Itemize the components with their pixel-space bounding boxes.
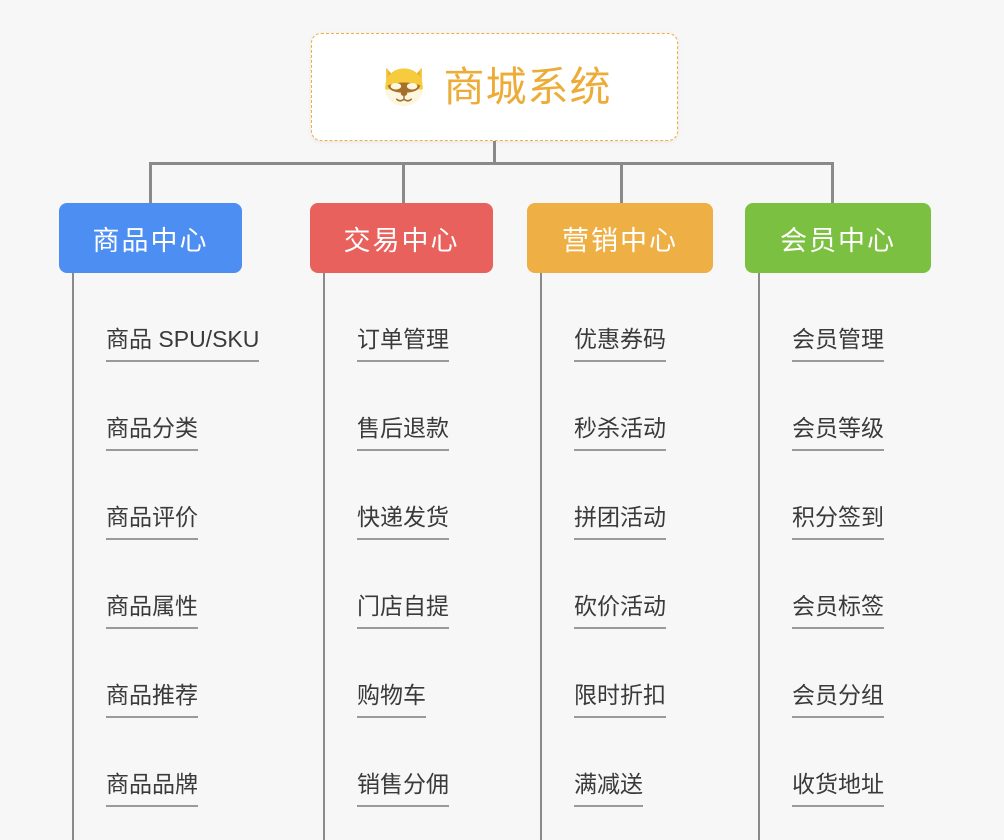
leaf-rail bbox=[323, 273, 325, 840]
leaf-label: 快递发货 bbox=[357, 506, 449, 540]
branch-column-2: 交易中心 订单管理 售后退款 快递发货 门店自提 购物车 销售分佣 bbox=[310, 203, 550, 840]
branch-header-label: 交易中心 bbox=[343, 225, 460, 256]
leaf-rail bbox=[540, 273, 542, 840]
branch-column-1: 商品中心 商品 SPU/SKU 商品分类 商品评价 商品属性 商品推荐 商品品牌 bbox=[59, 203, 299, 840]
leaf-item[interactable]: 秒杀活动 bbox=[540, 362, 767, 451]
leaf-list-1: 商品 SPU/SKU 商品分类 商品评价 商品属性 商品推荐 商品品牌 bbox=[72, 273, 299, 807]
leaf-item[interactable]: 商品属性 bbox=[72, 540, 299, 629]
leaf-label: 会员标签 bbox=[792, 595, 884, 629]
leaf-label: 会员分组 bbox=[792, 684, 884, 718]
leaf-label: 购物车 bbox=[357, 684, 426, 718]
leaf-label: 商品属性 bbox=[106, 595, 198, 629]
leaf-label: 会员管理 bbox=[792, 328, 884, 362]
leaf-item[interactable]: 商品评价 bbox=[72, 451, 299, 540]
leaf-label: 商品推荐 bbox=[106, 684, 198, 718]
leaf-group-1: 商品 SPU/SKU 商品分类 商品评价 商品属性 商品推荐 商品品牌 bbox=[72, 273, 299, 840]
leaf-item[interactable]: 售后退款 bbox=[323, 362, 550, 451]
leaf-item[interactable]: 拼团活动 bbox=[540, 451, 767, 540]
branch-header-4[interactable]: 会员中心 bbox=[745, 203, 931, 273]
leaf-item[interactable]: 优惠券码 bbox=[540, 273, 767, 362]
root-node-content: 商城系统 bbox=[378, 61, 612, 113]
leaf-label: 订单管理 bbox=[357, 328, 449, 362]
leaf-list-2: 订单管理 售后退款 快递发货 门店自提 购物车 销售分佣 bbox=[323, 273, 550, 807]
leaf-label: 商品 SPU/SKU bbox=[106, 328, 260, 362]
branch-header-2[interactable]: 交易中心 bbox=[310, 203, 493, 273]
leaf-item[interactable]: 会员分组 bbox=[758, 629, 985, 718]
leaf-item[interactable]: 购物车 bbox=[323, 629, 550, 718]
connector-drop-1 bbox=[149, 162, 152, 204]
branch-header-label: 会员中心 bbox=[780, 225, 896, 256]
leaf-label: 门店自提 bbox=[357, 595, 449, 629]
leaf-label: 满减送 bbox=[574, 773, 643, 807]
connector-drop-3 bbox=[620, 162, 623, 204]
leaf-label: 售后退款 bbox=[357, 417, 449, 451]
leaf-item[interactable]: 限时折扣 bbox=[540, 629, 767, 718]
leaf-item[interactable]: 商品 SPU/SKU bbox=[72, 273, 299, 362]
leaf-item[interactable]: 销售分佣 bbox=[323, 718, 550, 807]
leaf-list-4: 会员管理 会员等级 积分签到 会员标签 会员分组 收货地址 bbox=[758, 273, 985, 807]
leaf-group-4: 会员管理 会员等级 积分签到 会员标签 会员分组 收货地址 bbox=[758, 273, 985, 840]
leaf-label: 积分签到 bbox=[792, 506, 884, 540]
branch-header-1[interactable]: 商品中心 bbox=[59, 203, 242, 273]
leaf-item[interactable]: 门店自提 bbox=[323, 540, 550, 629]
leaf-label: 收货地址 bbox=[792, 773, 884, 807]
leaf-label: 商品评价 bbox=[106, 506, 198, 540]
leaf-label: 拼团活动 bbox=[574, 506, 666, 540]
leaf-label: 销售分佣 bbox=[357, 773, 449, 807]
branch-header-label: 营销中心 bbox=[562, 225, 678, 256]
leaf-rail bbox=[72, 273, 74, 840]
leaf-label: 优惠券码 bbox=[574, 328, 666, 362]
connector-drop-4 bbox=[831, 162, 834, 204]
leaf-item[interactable]: 积分签到 bbox=[758, 451, 985, 540]
shiba-dog-face-icon bbox=[384, 67, 423, 106]
connector-root-stem bbox=[493, 141, 496, 165]
leaf-item[interactable]: 满减送 bbox=[540, 718, 767, 807]
leaf-label: 限时折扣 bbox=[574, 684, 666, 718]
leaf-rail bbox=[758, 273, 760, 840]
branch-column-4: 会员中心 会员管理 会员等级 积分签到 会员标签 会员分组 收货地址 bbox=[745, 203, 985, 840]
root-node[interactable]: 商城系统 bbox=[311, 33, 678, 141]
leaf-item[interactable]: 会员等级 bbox=[758, 362, 985, 451]
leaf-item[interactable]: 商品品牌 bbox=[72, 718, 299, 807]
leaf-group-2: 订单管理 售后退款 快递发货 门店自提 购物车 销售分佣 bbox=[323, 273, 550, 840]
leaf-label: 商品分类 bbox=[106, 417, 198, 451]
branch-column-3: 营销中心 优惠券码 秒杀活动 拼团活动 砍价活动 限时折扣 满减送 bbox=[527, 203, 767, 840]
leaf-item[interactable]: 商品推荐 bbox=[72, 629, 299, 718]
leaf-item[interactable]: 会员管理 bbox=[758, 273, 985, 362]
leaf-item[interactable]: 订单管理 bbox=[323, 273, 550, 362]
branch-header-3[interactable]: 营销中心 bbox=[527, 203, 713, 273]
leaf-group-3: 优惠券码 秒杀活动 拼团活动 砍价活动 限时折扣 满减送 bbox=[540, 273, 767, 840]
leaf-label: 砍价活动 bbox=[574, 595, 666, 629]
leaf-list-3: 优惠券码 秒杀活动 拼团活动 砍价活动 限时折扣 满减送 bbox=[540, 273, 767, 807]
leaf-item[interactable]: 会员标签 bbox=[758, 540, 985, 629]
branch-header-label: 商品中心 bbox=[92, 225, 209, 256]
leaf-item[interactable]: 商品分类 bbox=[72, 362, 299, 451]
leaf-label: 商品品牌 bbox=[106, 773, 198, 807]
root-title: 商城系统 bbox=[443, 63, 612, 110]
leaf-label: 会员等级 bbox=[792, 417, 884, 451]
leaf-item[interactable]: 收货地址 bbox=[758, 718, 985, 807]
connector-drop-2 bbox=[402, 162, 405, 204]
connector-trunk-bar bbox=[149, 162, 834, 165]
leaf-item[interactable]: 砍价活动 bbox=[540, 540, 767, 629]
leaf-item[interactable]: 快递发货 bbox=[323, 451, 550, 540]
leaf-label: 秒杀活动 bbox=[574, 417, 666, 451]
